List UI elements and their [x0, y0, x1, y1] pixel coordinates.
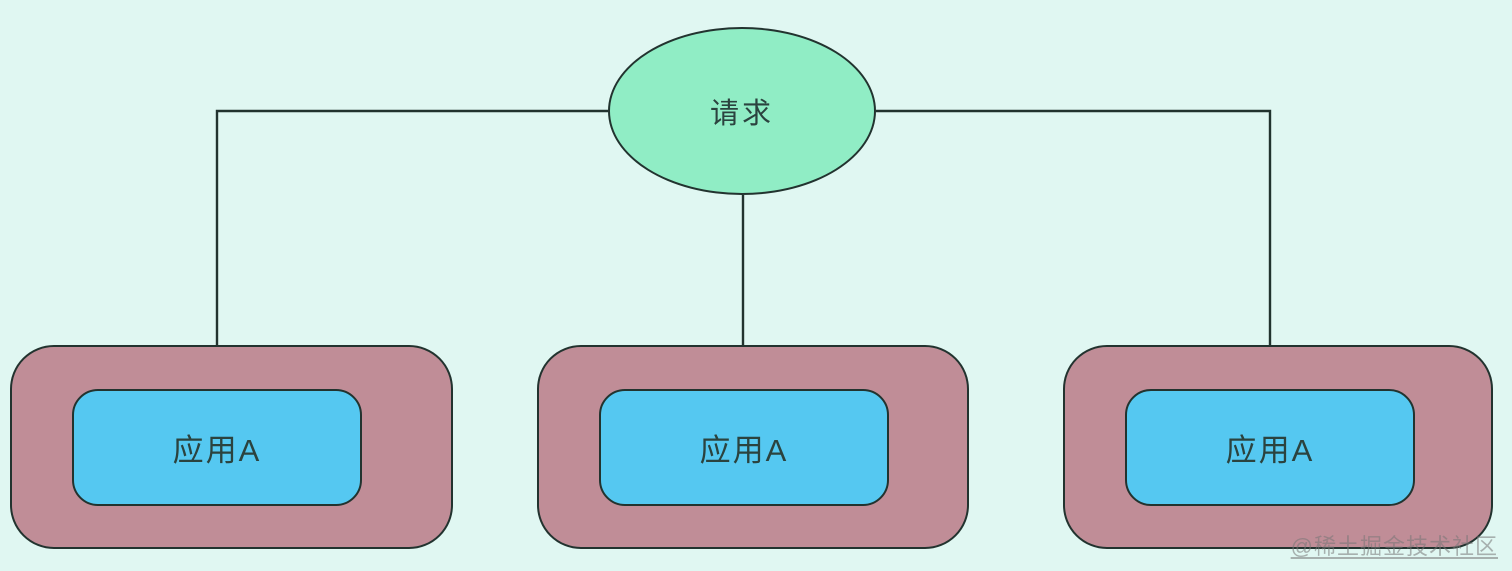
app-node-2-label: 应用A — [699, 433, 789, 468]
app-node-3-label: 应用A — [1225, 433, 1315, 468]
app-group-2: 应用A — [537, 345, 969, 549]
request-node: 请求 — [608, 27, 876, 195]
app-node-1: 应用A — [72, 389, 362, 506]
edge-request-to-app-1 — [208, 109, 608, 382]
watermark: @稀土掘金技术社区 — [1290, 534, 1498, 559]
edge-request-to-app-3 — [876, 109, 1279, 382]
request-node-label: 请求 — [709, 98, 774, 130]
app-node-3: 应用A — [1125, 389, 1415, 506]
app-group-1: 应用A — [10, 345, 453, 549]
app-node-2: 应用A — [599, 389, 889, 506]
app-node-1-label: 应用A — [172, 433, 262, 468]
app-group-3: 应用A — [1063, 345, 1493, 549]
